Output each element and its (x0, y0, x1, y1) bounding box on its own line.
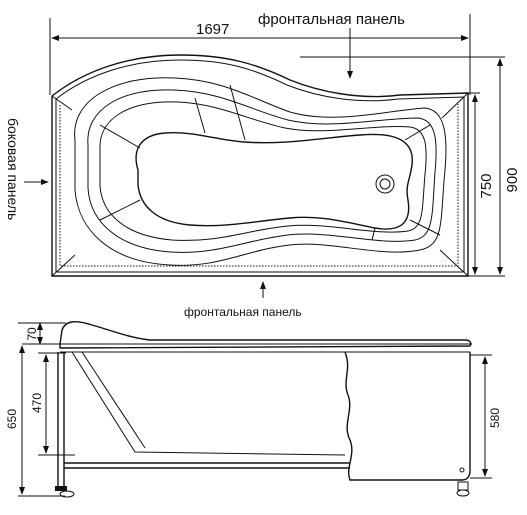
front-panel (344, 351, 471, 481)
outer-depth-dim-label: 900 (504, 167, 521, 192)
side-view: 70 470 650 580 (5, 321, 502, 498)
rim-dim-label: 70 (25, 327, 39, 341)
side-panel-label: боковая панель (5, 118, 21, 220)
basin (135, 132, 413, 230)
length-dim-label: 1697 (196, 21, 229, 38)
inner-depth-dim-label: 750 (478, 173, 495, 198)
drain-icon (375, 174, 395, 194)
inner-height-dim-label: 470 (30, 393, 44, 413)
tub-outline (51, 54, 469, 277)
front-panel-label-top: фронтальная панель (258, 11, 405, 28)
front-panel-label-bottom: фронтальная панель (184, 305, 302, 319)
top-view: 1697 фронтальная панель фронтальная пане… (5, 11, 521, 319)
panel-height-dim-label: 580 (488, 408, 502, 428)
total-height-dim-label: 650 (5, 409, 19, 429)
